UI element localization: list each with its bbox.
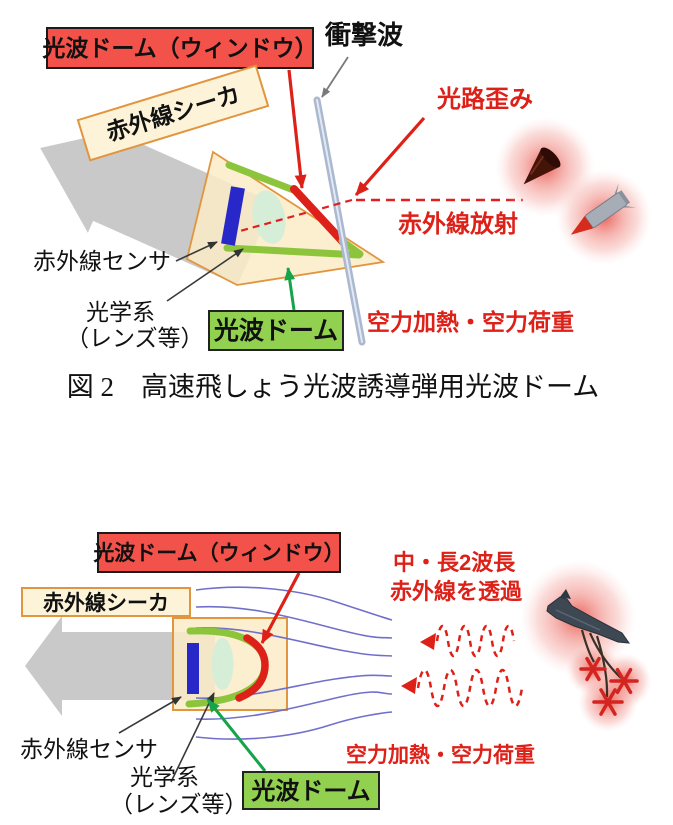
ir-radiation-label: 赤外線放射 [398, 210, 518, 238]
lens-element-bottom [211, 638, 234, 690]
missile-body-arrow-bottom [25, 616, 215, 716]
dome-window-segment [290, 185, 347, 246]
shock-wave-label: 衝撃波 [324, 20, 404, 50]
aero-heat-load-label-bottom: 空力加熱・空力荷重 [346, 743, 535, 767]
flare-stars [579, 656, 639, 716]
ir-sensor-element [221, 186, 245, 246]
optics-pointer-arrow [166, 248, 244, 302]
ir-seeker-label-box-bottom: 赤外線シーカ [21, 587, 191, 617]
ir-wave-upper [435, 624, 516, 658]
optics-label-top-line2: （レンズ等） [66, 325, 204, 351]
dome-label-box-top: 光波ドーム [208, 310, 344, 351]
streamline [195, 586, 393, 621]
window-callout-arrow [287, 69, 307, 189]
ir-sensor-label-bottom: 赤外線センサ [20, 736, 158, 762]
optics-pointer-arrow-bottom [170, 692, 215, 783]
sensor-pointer-arrow [175, 241, 218, 262]
ir-seeker-label-box-top: 赤外線シーカ [76, 64, 270, 162]
flare-star-icon [579, 656, 607, 682]
optics-label-top-line1: 光学系 [86, 299, 155, 325]
sensor-pointer-arrow-bottom [118, 696, 182, 734]
dome-window-segment-bottom [235, 634, 269, 702]
optics-label-bottom-line1: 光学系 [130, 764, 199, 790]
dome-label-bottom: 光波ドーム [250, 778, 370, 805]
ir-wave-arrowhead [420, 633, 436, 650]
figure-top: 光波ドーム（ウィンドウ） 衝撃波 赤外線シーカ 光路歪み 赤外線放射 赤外線セン… [33, 20, 652, 402]
lens-element [252, 190, 286, 244]
ir-sensor-label-top: 赤外線センサ [33, 248, 171, 274]
dome-callout-arrow-bottom [206, 699, 267, 772]
flare-star-icon [592, 688, 624, 716]
aero-heat-load-label-top: 空力加熱・空力荷重 [367, 309, 574, 335]
ir-wave-lower [416, 668, 524, 708]
figure-caption: 図 2 高速飛しょう光波誘導弾用光波ドーム [67, 372, 599, 402]
ir-transmit-label-line1: 中・長2波長 [393, 550, 516, 575]
ir-wave-arrowhead [401, 677, 417, 694]
dome-wall-bottom [223, 244, 363, 259]
target-cone [523, 147, 561, 185]
target-missile [570, 182, 636, 235]
optics-label-bottom-line2: （レンズ等） [110, 791, 248, 817]
target-aircraft [546, 589, 631, 644]
dome-wall-top [225, 161, 300, 195]
ir-seeker-label-bottom: 赤外線シーカ [43, 591, 169, 615]
shock-wave-rod-highlight [316, 99, 363, 343]
streamline [195, 627, 393, 657]
figure-bottom: 光波ドーム（ウィンドウ） 赤外線シーカ 中・長2波長 赤外線を透過 赤外線センサ… [20, 532, 652, 817]
window-label-top: 光波ドーム（ウィンドウ） [41, 35, 317, 61]
flare-star-icon [609, 667, 639, 695]
distortion-callout-arrow [354, 116, 426, 197]
dome-label-box-bottom: 光波ドーム [242, 771, 380, 810]
window-label-box-bottom: 光波ドーム（ウィンドウ） [92, 532, 345, 573]
shock-wave-pointer-arrow [321, 56, 349, 98]
ir-sensor-element-bottom [187, 643, 199, 694]
streamline [195, 691, 393, 720]
flare-trail [580, 629, 595, 663]
optical-path-distortion-label: 光路歪み [436, 85, 533, 113]
streamline [195, 711, 393, 740]
window-callout-arrow-bottom [260, 572, 301, 644]
dome-label-top: 光波ドーム [213, 317, 338, 345]
window-label-bottom: 光波ドーム（ウィンドウ） [92, 541, 344, 565]
ir-transmit-label-line2: 赤外線を透過 [390, 579, 523, 604]
window-label-box-top: 光波ドーム（ウィンドウ） [41, 27, 318, 69]
ir-ray-dashed-inside [239, 198, 353, 233]
streamline [195, 605, 393, 639]
dome-callout-arrow [284, 267, 296, 311]
